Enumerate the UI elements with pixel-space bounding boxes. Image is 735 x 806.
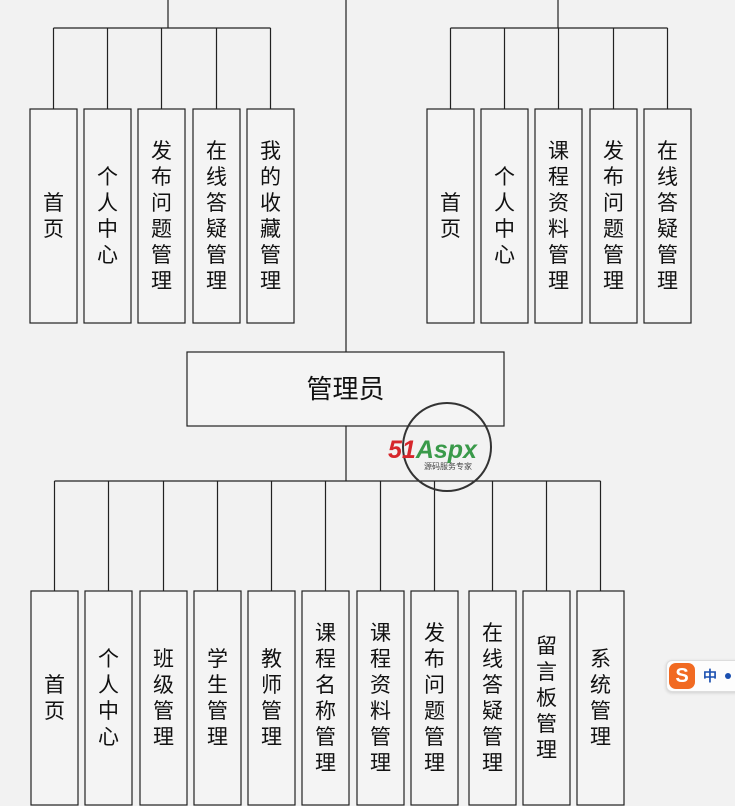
bottom-node-label: 课程名称管理: [315, 621, 336, 775]
top_right-node-box: [643, 108, 692, 324]
ime-mode-label: 中: [703, 669, 717, 685]
top_left-node-label: 在线答疑管理: [206, 139, 227, 293]
svg-text:51Aspx: 51Aspx: [388, 436, 478, 464]
bottom-node-label: 个人中心: [98, 647, 119, 749]
top_right-node-box: [480, 108, 529, 324]
top_right-node-label: 发布问题管理: [603, 139, 624, 293]
top_right-node-box: [534, 108, 583, 324]
top_left-node-label: 首页: [43, 191, 64, 241]
top_right-node-label: 课程资料管理: [548, 139, 569, 293]
bottom-node: 个人中心: [84, 590, 133, 806]
bottom-node: 留言板管理: [522, 590, 571, 806]
bottom-node: 课程名称管理: [301, 590, 350, 806]
top_right-node-label: 在线答疑管理: [657, 139, 678, 293]
bottom-node-box: [247, 590, 296, 806]
bottom-node-label: 首页: [44, 673, 65, 723]
watermark-ring: [402, 402, 492, 492]
bottom-node-box: [301, 590, 350, 806]
bottom-node: 在线答疑管理: [468, 590, 517, 806]
bottom-node-label: 留言板管理: [536, 634, 557, 762]
top_left-node: 发布问题管理: [137, 108, 186, 324]
bottom-node: 教师管理: [247, 590, 296, 806]
bottom-node-box: [84, 590, 133, 806]
top_right-node: 首页: [426, 108, 475, 324]
bottom-node-box: [139, 590, 188, 806]
bottom-node: 首页: [30, 590, 79, 806]
ime-dot-icon: [725, 673, 731, 679]
connector-lines: [52, 0, 669, 591]
bottom-node: 课程资料管理: [356, 590, 405, 806]
bottom-node-label: 教师管理: [261, 647, 282, 749]
bottom-node: 系统管理: [576, 590, 625, 806]
top_left-node-box: [83, 108, 132, 324]
top_left-node-box: [29, 108, 78, 324]
top_right-node: 发布问题管理: [589, 108, 638, 324]
top_left-node-label: 个人中心: [97, 165, 118, 267]
bottom-node: 学生管理: [193, 590, 242, 806]
top_right-node-box: [589, 108, 638, 324]
diagram-nodes: 首页个人中心发布问题管理在线答疑管理我的收藏管理首页个人中心课程资料管理发布问题…: [29, 108, 692, 806]
top_right-node: 个人中心: [480, 108, 529, 324]
bottom-node-label: 学生管理: [207, 647, 228, 749]
top_right-node-box: [426, 108, 475, 324]
top_left-node-box: [192, 108, 241, 324]
bottom-node-label: 发布问题管理: [424, 621, 445, 775]
bottom-node: 班级管理: [139, 590, 188, 806]
top_left-node-box: [246, 108, 295, 324]
watermark-brand-number: 51: [388, 436, 416, 464]
bottom-node-box: [30, 590, 79, 806]
bottom-node-box: [468, 590, 517, 806]
bottom-node-box: [410, 590, 459, 806]
top_left-node-label: 我的收藏管理: [260, 139, 281, 293]
center-node-label: 管理员: [306, 375, 384, 405]
bottom-node-label: 在线答疑管理: [482, 621, 503, 775]
top_right-node: 在线答疑管理: [643, 108, 692, 324]
center-node: 管理员: [186, 351, 505, 427]
bottom-node-box: [193, 590, 242, 806]
bottom-node-box: [522, 590, 571, 806]
bottom-node-box: [576, 590, 625, 806]
ime-toolbar[interactable]: S 中: [666, 660, 735, 692]
top_right-node-label: 个人中心: [494, 165, 515, 267]
bottom-node-box: [356, 590, 405, 806]
bottom-node-label: 班级管理: [153, 647, 174, 749]
top_left-node-box: [137, 108, 186, 324]
bottom-node-label: 系统管理: [590, 647, 611, 749]
top_right-node-label: 首页: [440, 191, 461, 241]
watermark-subtitle: 源码服务专家: [424, 461, 472, 471]
sogou-logo-icon: S: [669, 663, 695, 689]
top_left-node: 首页: [29, 108, 78, 324]
bottom-node-label: 课程资料管理: [370, 621, 391, 775]
top_left-node: 个人中心: [83, 108, 132, 324]
top_left-node: 我的收藏管理: [246, 108, 295, 324]
watermark-logo: 51Aspx 源码服务专家: [388, 402, 492, 492]
top_left-node-label: 发布问题管理: [151, 139, 172, 293]
watermark-brand-text: Aspx: [415, 436, 478, 464]
bottom-node: 发布问题管理: [410, 590, 459, 806]
top_left-node: 在线答疑管理: [192, 108, 241, 324]
top_right-node: 课程资料管理: [534, 108, 583, 324]
